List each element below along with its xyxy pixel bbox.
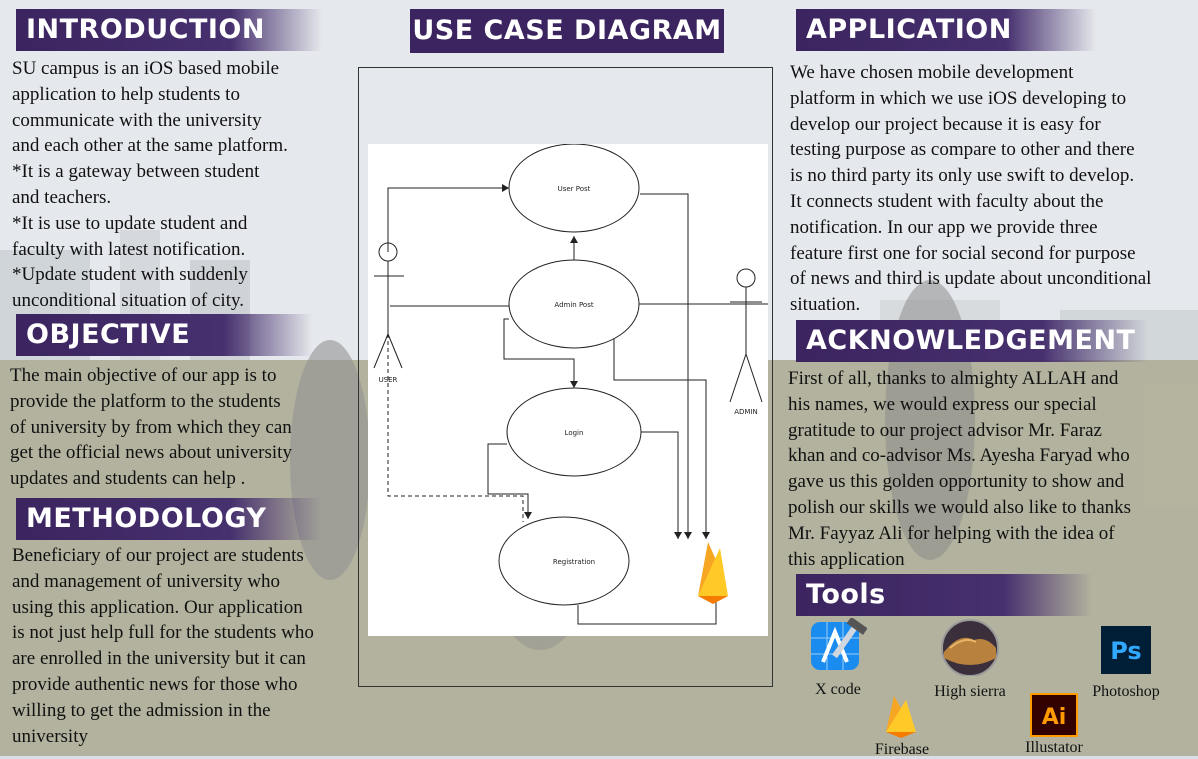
tool-firebase: Firebase <box>866 692 938 759</box>
tool-label: Firebase <box>874 741 930 758</box>
diagram-frame <box>358 67 773 687</box>
xcode-icon <box>811 616 868 670</box>
tool-label: Illustator <box>1025 739 1083 756</box>
application-heading: APPLICATION <box>796 9 1096 51</box>
application-text: We have chosen mobile development platfo… <box>790 62 1152 316</box>
introduction-heading: INTRODUCTION <box>16 9 322 51</box>
svg-text:Ai: Ai <box>1042 705 1067 730</box>
admin-actor-label: ADMIN <box>734 408 758 416</box>
tool-photoshop: Ps Photoshop <box>1088 624 1164 701</box>
objective-text: The main objective of our app is to prov… <box>10 365 292 490</box>
use-case-heading: USE CASE DIAGRAM <box>410 9 724 53</box>
objective-heading: OBJECTIVE <box>16 314 312 356</box>
svg-text:Ps: Ps <box>1110 637 1141 665</box>
tool-label: High sierra <box>934 683 1006 700</box>
tool-xcode: X code <box>806 616 870 699</box>
methodology-text: Beneficiary of our project are students … <box>12 545 314 747</box>
user-post-label: User Post <box>558 185 591 193</box>
firebase-icon <box>886 696 916 738</box>
tool-high-sierra: High sierra <box>934 618 1006 701</box>
admin-post-label: Admin Post <box>554 301 593 309</box>
high-sierra-icon <box>941 619 999 677</box>
methodology-heading: METHODOLOGY <box>16 498 322 540</box>
firebase-logo <box>698 542 728 604</box>
tool-illustrator: Ai Illustator <box>1018 692 1090 757</box>
use-case-registration <box>498 516 630 606</box>
tool-label: X code <box>815 681 861 698</box>
user-actor-label: USER <box>379 376 398 384</box>
tools-heading: Tools <box>796 574 1092 616</box>
introduction-text: SU campus is an iOS based mobile applica… <box>12 58 288 312</box>
acknowledgement-heading: ACKNOWLEDGEMENT <box>796 320 1148 362</box>
illustrator-icon: Ai <box>1030 693 1078 737</box>
registration-label: Registration <box>553 558 595 566</box>
login-label: Login <box>565 429 584 437</box>
photoshop-icon: Ps <box>1101 626 1151 674</box>
acknowledgement-text: First of all, thanks to almighty ALLAH a… <box>788 368 1132 570</box>
tool-label: Photoshop <box>1092 683 1160 700</box>
use-case-diagram: User Post Admin Post Login Registration … <box>368 144 768 636</box>
